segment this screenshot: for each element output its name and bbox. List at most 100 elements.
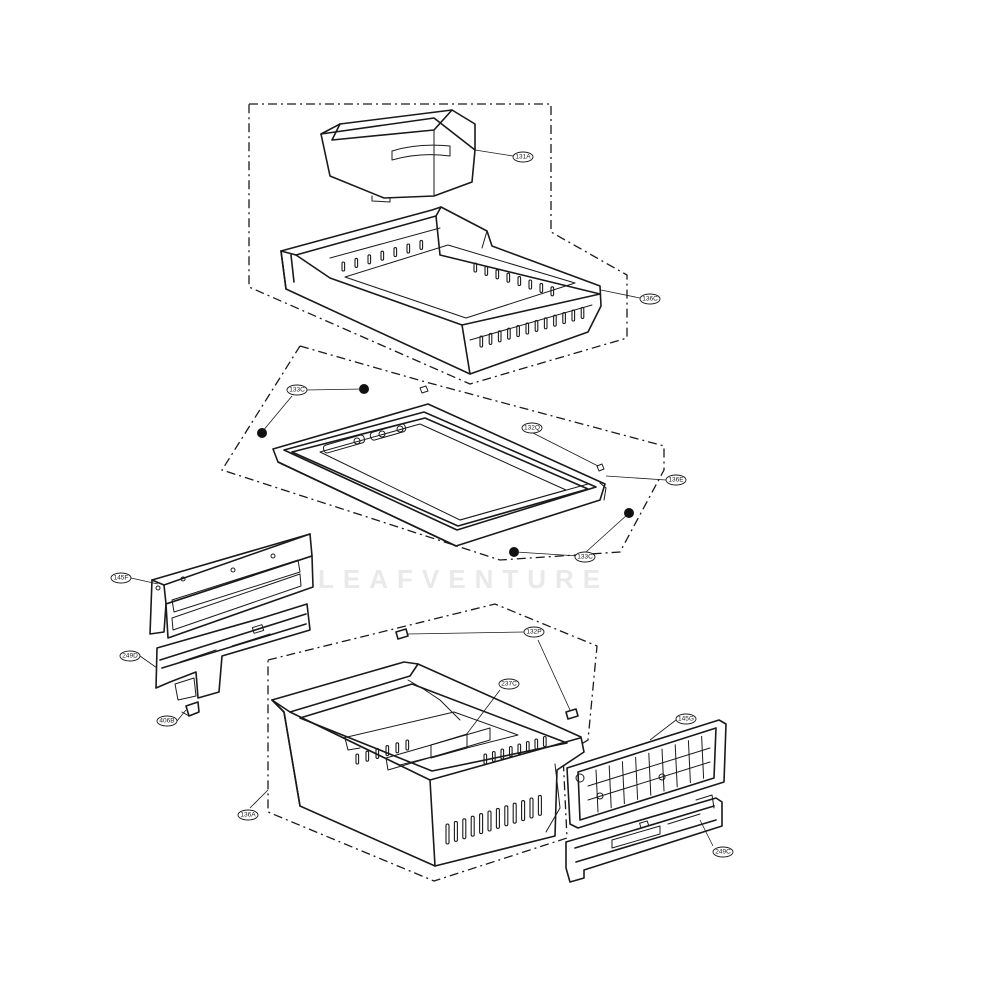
vent-slot xyxy=(550,286,555,297)
vent-slot xyxy=(528,279,533,290)
vent-slot xyxy=(534,738,539,750)
vent-slot xyxy=(488,332,493,345)
left-rail-assembly xyxy=(149,533,314,717)
vent-slot xyxy=(500,748,505,760)
shelf-frame-136E xyxy=(272,403,607,547)
vent-slot xyxy=(365,750,370,762)
leader-lines xyxy=(130,149,714,847)
callout-136C: 136C xyxy=(639,293,661,305)
callout-133C-top: 133C xyxy=(286,384,308,396)
vent-slot xyxy=(405,739,410,751)
callout-145G: 145G xyxy=(675,713,697,725)
rib-line xyxy=(701,735,705,779)
upper-drawer-group xyxy=(248,103,628,385)
svg-text:249D: 249D xyxy=(122,653,138,660)
vent-slot xyxy=(479,335,484,348)
group-boundary-upper xyxy=(248,103,628,385)
vent-slot xyxy=(406,243,411,254)
lower-drawer-group xyxy=(267,603,598,882)
small-bin-131A xyxy=(320,109,476,203)
svg-text:136E: 136E xyxy=(668,477,684,484)
rib-line xyxy=(595,769,599,813)
vent-slots-lower-inner xyxy=(355,735,547,765)
rib-line xyxy=(608,765,612,809)
vent-slot xyxy=(495,807,500,829)
vent-slot xyxy=(495,269,500,280)
vent-slot xyxy=(542,735,547,748)
rib-line xyxy=(648,752,652,796)
svg-text:133C: 133C xyxy=(289,387,305,394)
vent-slot xyxy=(393,247,398,258)
svg-text:136A: 136A xyxy=(240,812,256,819)
vent-slot xyxy=(537,794,542,816)
svg-text:249C: 249C xyxy=(715,849,731,856)
vent-slot xyxy=(521,800,526,822)
vent-slot xyxy=(525,322,530,335)
callout-249C: 249C xyxy=(712,846,734,858)
vent-slot xyxy=(453,820,458,842)
rib-grid-145G xyxy=(595,735,705,813)
svg-text:131A: 131A xyxy=(515,154,531,161)
vent-slot xyxy=(462,818,467,840)
vent-slot xyxy=(487,810,492,832)
pin-132Q-1 xyxy=(419,385,429,394)
vent-slot xyxy=(553,314,557,327)
callout-249D: 249D xyxy=(119,650,141,662)
svg-text:145F: 145F xyxy=(114,575,129,582)
vent-slot xyxy=(571,309,576,322)
vent-slot xyxy=(562,312,566,325)
rib-line xyxy=(674,744,678,788)
vent-slot xyxy=(497,330,502,343)
slide-rail-249D xyxy=(155,603,311,701)
callout-237C: 237C xyxy=(498,678,520,690)
right-rail-assembly xyxy=(565,719,727,883)
vent-slot xyxy=(580,306,585,319)
vent-slot xyxy=(479,813,484,835)
clip-132P-2 xyxy=(565,708,579,720)
middle-shelf-group xyxy=(221,345,665,561)
vent-slots-lower-front xyxy=(445,794,542,845)
watermark-text: LEAFVENTURE xyxy=(318,564,609,594)
callout-132P: 132P xyxy=(523,626,545,638)
vent-slot xyxy=(355,753,360,765)
svg-text:406B: 406B xyxy=(159,718,174,725)
rib-line xyxy=(635,756,639,800)
callout-145F: 145F xyxy=(110,572,132,584)
vent-slot xyxy=(375,747,380,759)
vent-slots-upper-front xyxy=(479,306,585,348)
vent-slot xyxy=(516,325,520,338)
vent-slot xyxy=(385,745,390,757)
vent-slot xyxy=(539,282,544,293)
rib-line xyxy=(687,740,691,784)
rail-knobs xyxy=(322,423,407,454)
vent-slot xyxy=(380,250,385,261)
vent-slot xyxy=(470,815,475,837)
rib-line xyxy=(621,761,625,805)
svg-text:145G: 145G xyxy=(678,716,694,723)
vent-slot xyxy=(525,740,530,753)
vent-slot xyxy=(543,317,548,330)
svg-text:133C: 133C xyxy=(577,554,593,561)
vent-slot xyxy=(517,743,522,755)
vent-slot xyxy=(419,239,424,250)
vent-slot xyxy=(341,261,346,272)
callout-136A: 136A xyxy=(237,809,259,821)
vent-slot xyxy=(483,753,488,765)
cap-133C-4 xyxy=(509,547,519,557)
vent-slot xyxy=(354,257,359,268)
cap-133C-1 xyxy=(359,384,369,394)
vent-slot xyxy=(517,276,522,287)
vent-slot xyxy=(367,254,372,265)
vent-slot xyxy=(507,327,511,340)
callout-406B: 406B xyxy=(156,715,178,727)
stopper-406B xyxy=(181,701,200,717)
group-boundary-lower xyxy=(267,603,598,882)
svg-text:132Q: 132Q xyxy=(524,425,540,432)
vent-slot xyxy=(395,742,400,754)
callout-133C-bottom: 133C xyxy=(574,551,596,563)
svg-text:136C: 136C xyxy=(642,296,658,303)
vent-slot xyxy=(506,272,511,283)
vent-slot xyxy=(473,262,478,273)
upper-basket-136C xyxy=(280,206,602,375)
svg-text:237C: 237C xyxy=(501,681,517,688)
